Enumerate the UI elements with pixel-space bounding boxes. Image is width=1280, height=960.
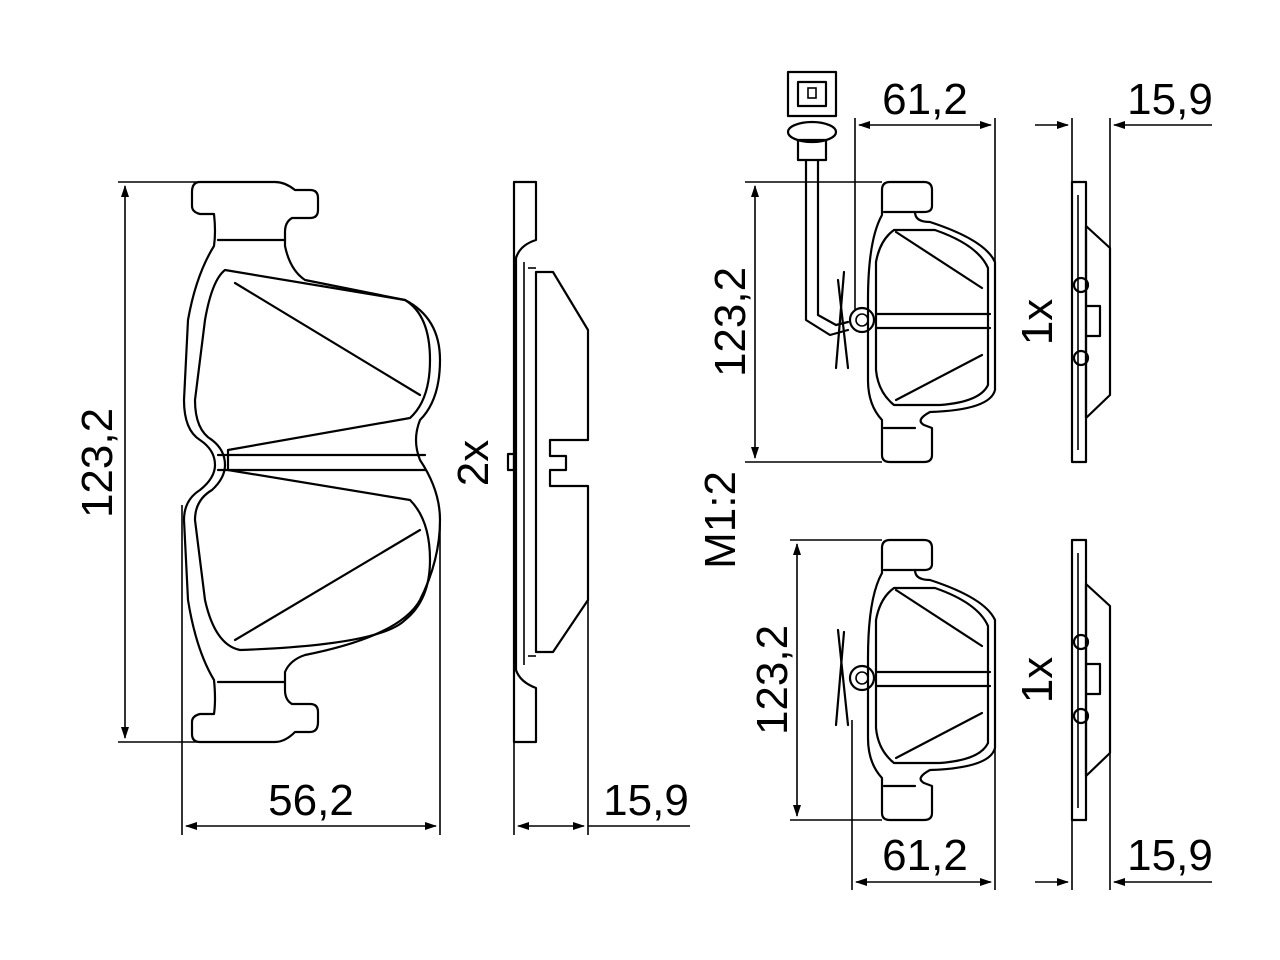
- left-quantity-label: 2x: [449, 440, 498, 486]
- top-right-quantity-label: 1x: [1013, 299, 1062, 345]
- left-pad-side-view: [506, 180, 590, 744]
- bottom-right-width-dimension: 61,2: [851, 720, 996, 890]
- top-right-thickness-label: 15,9: [1127, 75, 1213, 124]
- scale-note: M1:2: [696, 471, 745, 569]
- bottom-right-height-dimension: 123,2: [748, 539, 882, 821]
- bottom-right-width-label: 61,2: [882, 831, 968, 880]
- top-right-width-label: 61,2: [882, 75, 968, 124]
- left-pad-front-view: [182, 180, 442, 744]
- bottom-right-quantity-label: 1x: [1013, 657, 1062, 703]
- bottom-right-pad-front-view: [834, 538, 997, 822]
- bottom-right-pad-side-view: [1070, 538, 1112, 822]
- left-height-dimension: 123,2: [73, 181, 200, 743]
- left-thickness-label: 15,9: [603, 776, 689, 825]
- left-width-label: 56,2: [268, 776, 354, 825]
- left-width-dimension: 56,2: [181, 505, 441, 835]
- top-right-thickness-dimension: 15,9: [1035, 75, 1213, 248]
- bottom-right-thickness-dimension: 15,9: [1035, 753, 1213, 890]
- top-right-pad-front-view: [786, 70, 997, 464]
- top-right-pad-side-view: [1070, 180, 1112, 464]
- left-height-label: 123,2: [73, 408, 122, 518]
- left-thickness-dimension: 15,9: [513, 600, 690, 835]
- top-right-width-dimension: 61,2: [854, 75, 996, 310]
- bottom-right-thickness-label: 15,9: [1127, 831, 1213, 880]
- top-right-height-dimension: 123,2: [706, 181, 882, 463]
- bottom-right-height-label: 123,2: [748, 625, 797, 735]
- top-right-height-label: 123,2: [706, 267, 755, 377]
